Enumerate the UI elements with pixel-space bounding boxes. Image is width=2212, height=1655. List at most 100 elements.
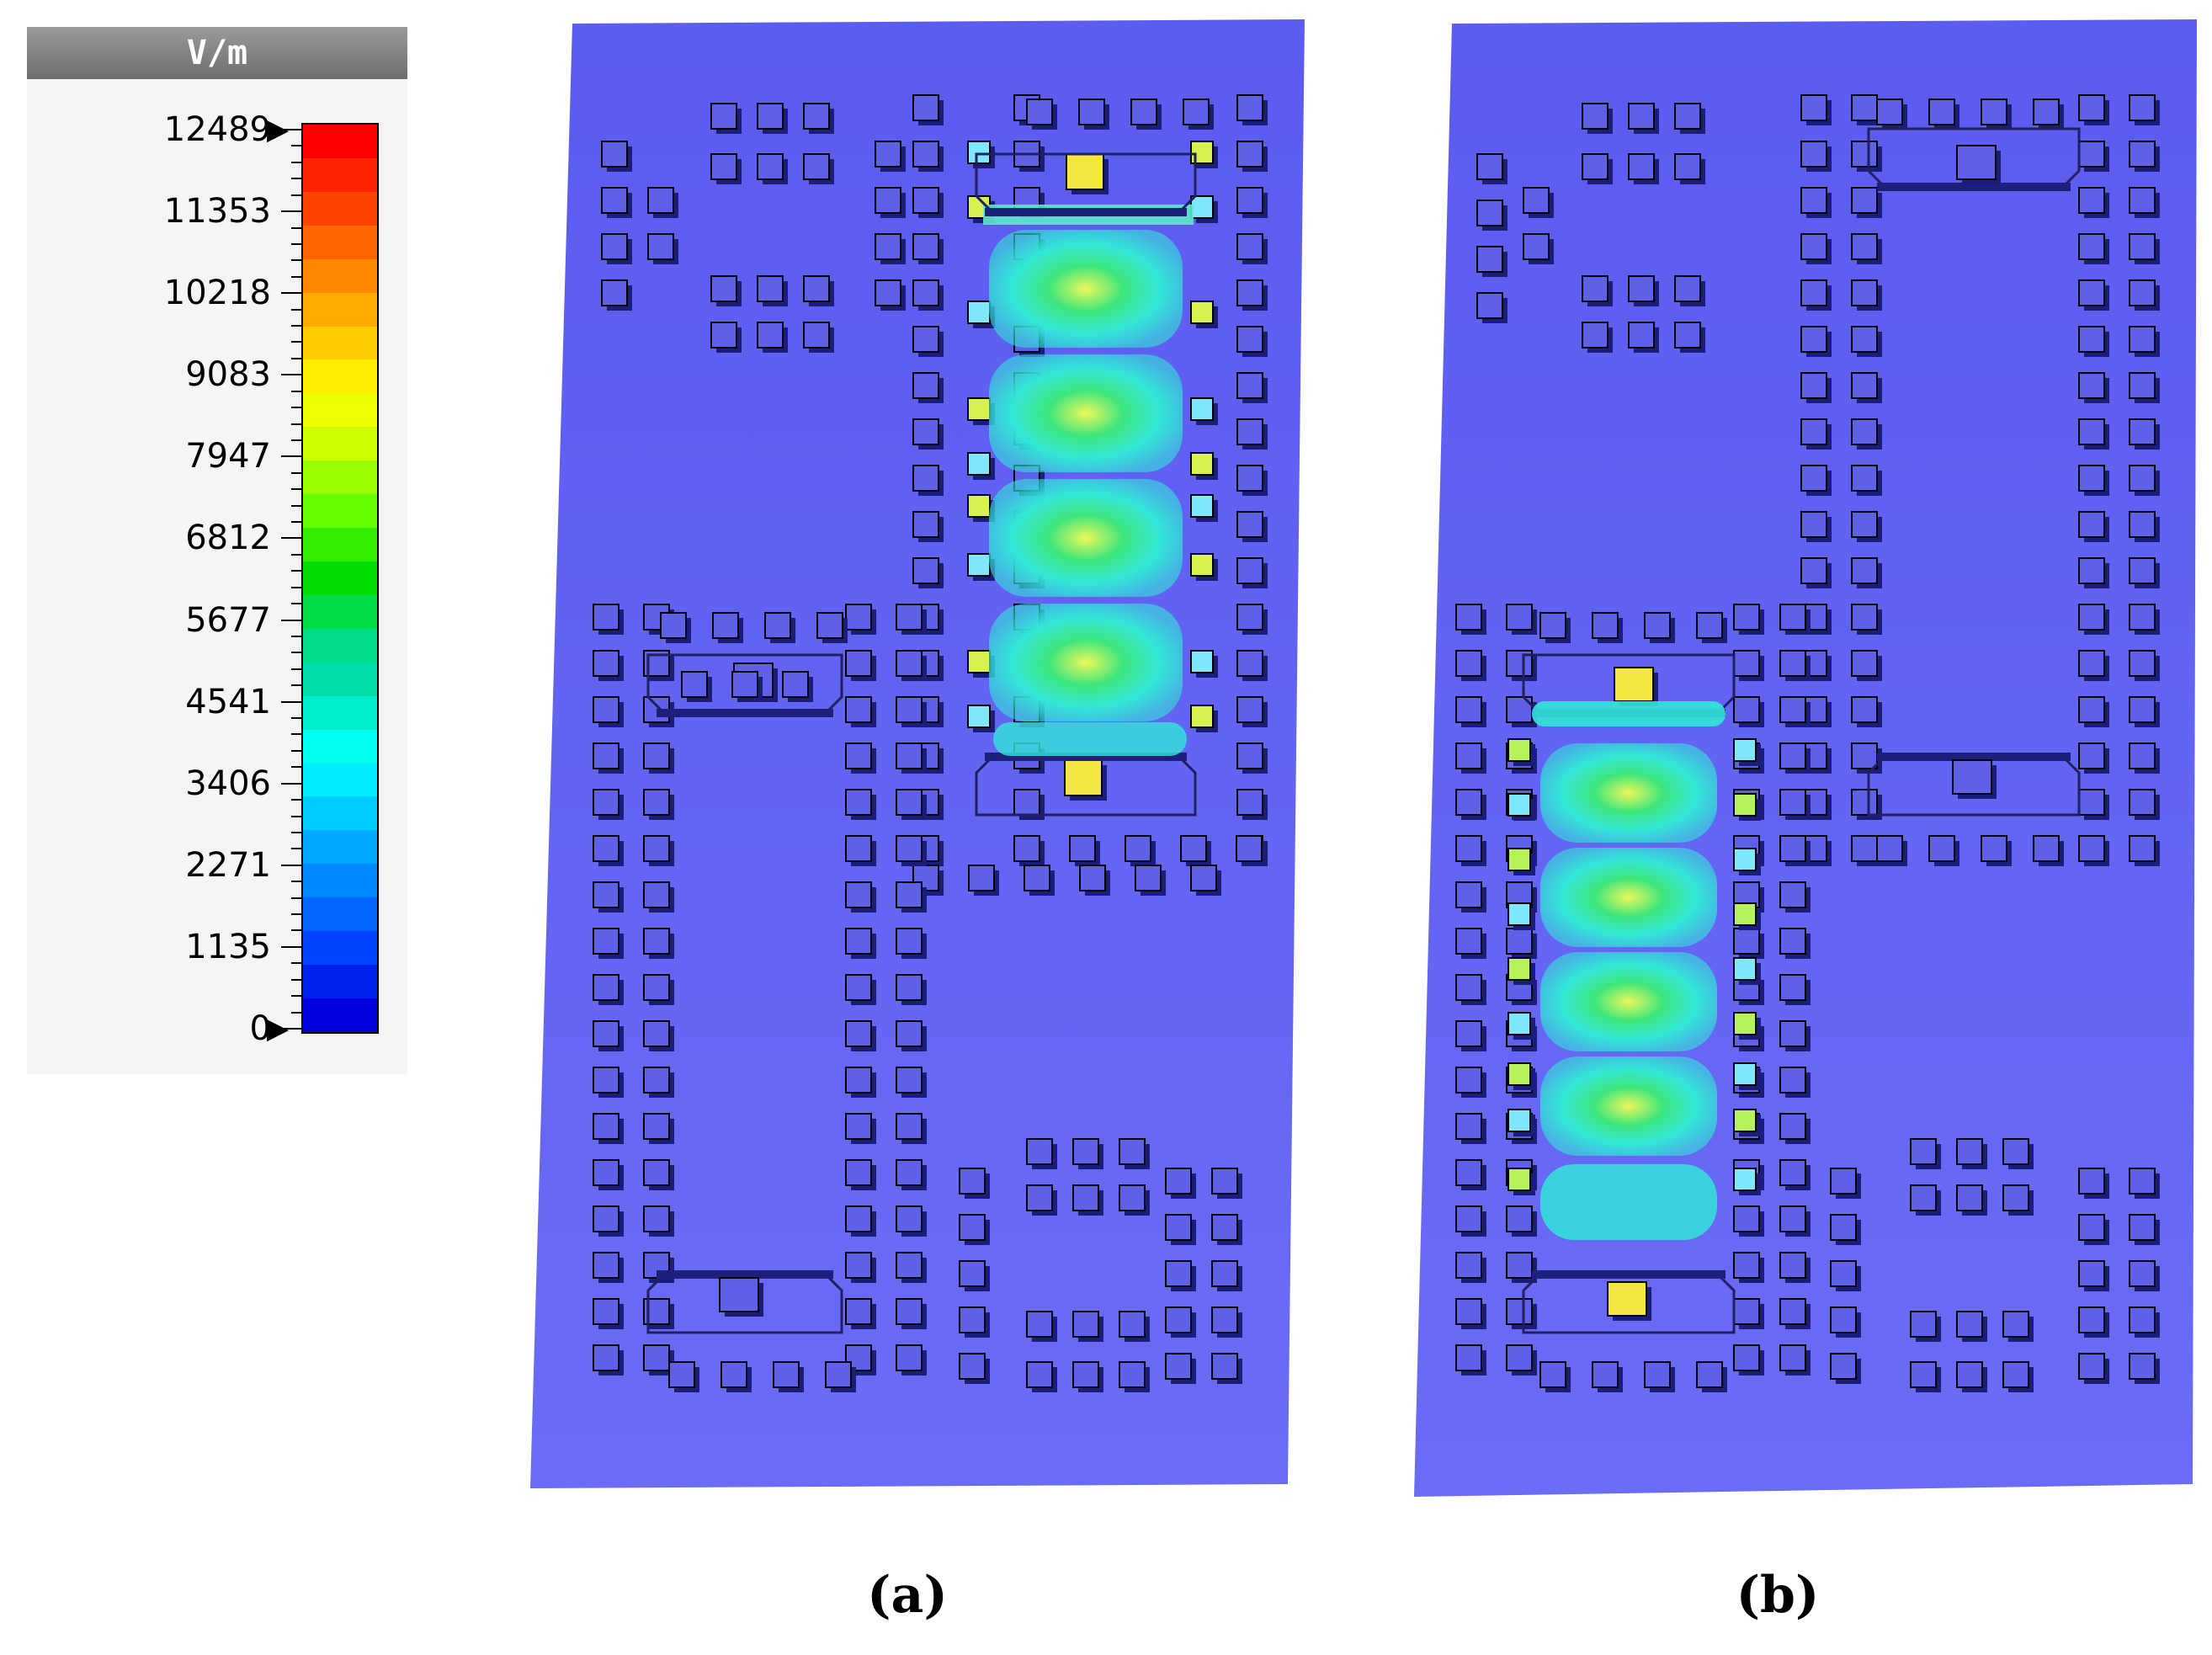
tick-label: 2271 <box>185 845 271 885</box>
via-post <box>2129 326 2160 357</box>
via-post <box>1026 1184 1057 1216</box>
via-post <box>1800 418 1832 450</box>
via-post <box>825 1361 856 1392</box>
via-post <box>1779 742 1811 774</box>
tick-mark <box>281 1028 301 1030</box>
via-post <box>1523 233 1554 264</box>
minor-tick <box>291 407 301 409</box>
via-post <box>782 671 813 702</box>
via-post <box>1455 1067 1486 1098</box>
minor-tick <box>291 325 301 327</box>
via-post <box>1165 1353 1196 1384</box>
via-post <box>1119 1184 1150 1216</box>
colorbar-band <box>303 427 377 461</box>
minor-tick <box>291 488 301 491</box>
via-post <box>601 233 632 264</box>
via-post <box>875 233 906 264</box>
via-post <box>896 835 927 866</box>
via-post <box>757 153 788 184</box>
via-post <box>593 835 624 866</box>
via-post <box>845 928 876 959</box>
via-post <box>1981 835 2012 866</box>
minor-tick <box>291 978 301 981</box>
via-post <box>1539 1361 1571 1392</box>
via-post <box>1733 650 1764 681</box>
via-post <box>643 789 674 820</box>
via-post <box>1851 557 1882 588</box>
via-post <box>2129 604 2160 635</box>
via-post <box>1981 98 2012 130</box>
minor-tick <box>291 717 301 720</box>
via-post <box>1851 326 1882 357</box>
minor-tick <box>291 357 301 359</box>
via-post <box>1956 1361 1987 1392</box>
via-post <box>845 650 876 681</box>
tick-label: 3406 <box>185 764 271 803</box>
via-post <box>1779 604 1811 635</box>
via-post <box>2078 141 2109 172</box>
minor-tick <box>291 423 301 425</box>
via-post <box>1733 848 1761 875</box>
via-post <box>912 465 944 496</box>
colorbar-band <box>303 628 377 663</box>
tick-label: 4541 <box>185 682 271 721</box>
via-post <box>896 881 927 913</box>
via-post <box>1476 246 1507 277</box>
via-post <box>1851 187 1882 218</box>
via-post <box>1507 848 1535 875</box>
via-post <box>1696 612 1727 643</box>
via-post <box>1236 557 1268 588</box>
via-post <box>2129 557 2160 588</box>
via-post <box>2129 1306 2160 1338</box>
minor-tick <box>291 733 301 736</box>
tick-label: 10218 <box>163 274 271 313</box>
via-post <box>1455 835 1486 866</box>
via-post <box>2078 835 2109 866</box>
colorbar-band <box>303 763 377 797</box>
via-post <box>912 279 944 311</box>
field-hotspot <box>989 479 1183 597</box>
via-post <box>593 1252 624 1283</box>
via-post <box>2129 1260 2160 1291</box>
via-post <box>912 511 944 542</box>
via-post <box>845 789 876 820</box>
via-post <box>967 452 995 480</box>
via-post <box>1779 1298 1811 1329</box>
minor-tick <box>291 242 301 245</box>
via-post <box>1507 902 1535 930</box>
via-post <box>1851 279 1882 311</box>
via-post <box>896 928 927 959</box>
via-post <box>912 141 944 172</box>
minor-tick <box>291 553 301 556</box>
via-post <box>1696 1361 1727 1392</box>
via-post <box>2002 1184 2034 1216</box>
via-post <box>1236 372 1268 403</box>
via-post <box>803 322 834 353</box>
structure <box>593 94 1268 1392</box>
via-post <box>1069 835 1100 866</box>
colorbar-band <box>303 326 377 360</box>
tick-mark <box>281 129 301 130</box>
minor-tick <box>291 521 301 524</box>
via-post <box>593 1067 624 1098</box>
via-post <box>2078 187 2109 218</box>
via-post <box>601 141 632 172</box>
via-post <box>1455 1252 1486 1283</box>
via-post <box>1119 1138 1150 1169</box>
via-post <box>1779 1020 1811 1051</box>
via-post <box>1733 604 1764 635</box>
via-post <box>959 1306 990 1338</box>
minor-tick <box>291 308 301 311</box>
via-post <box>2078 1353 2109 1384</box>
via-post <box>1779 1159 1811 1190</box>
via-post <box>1800 372 1832 403</box>
via-post <box>1455 1159 1486 1190</box>
via-post <box>1211 1306 1242 1338</box>
via-post <box>1183 98 1214 130</box>
via-post <box>2078 1260 2109 1291</box>
via-post <box>1236 187 1268 218</box>
colorbar-band <box>303 864 377 898</box>
via-post <box>1800 141 1832 172</box>
via-post <box>719 1277 763 1317</box>
via-post <box>1830 1214 1861 1245</box>
